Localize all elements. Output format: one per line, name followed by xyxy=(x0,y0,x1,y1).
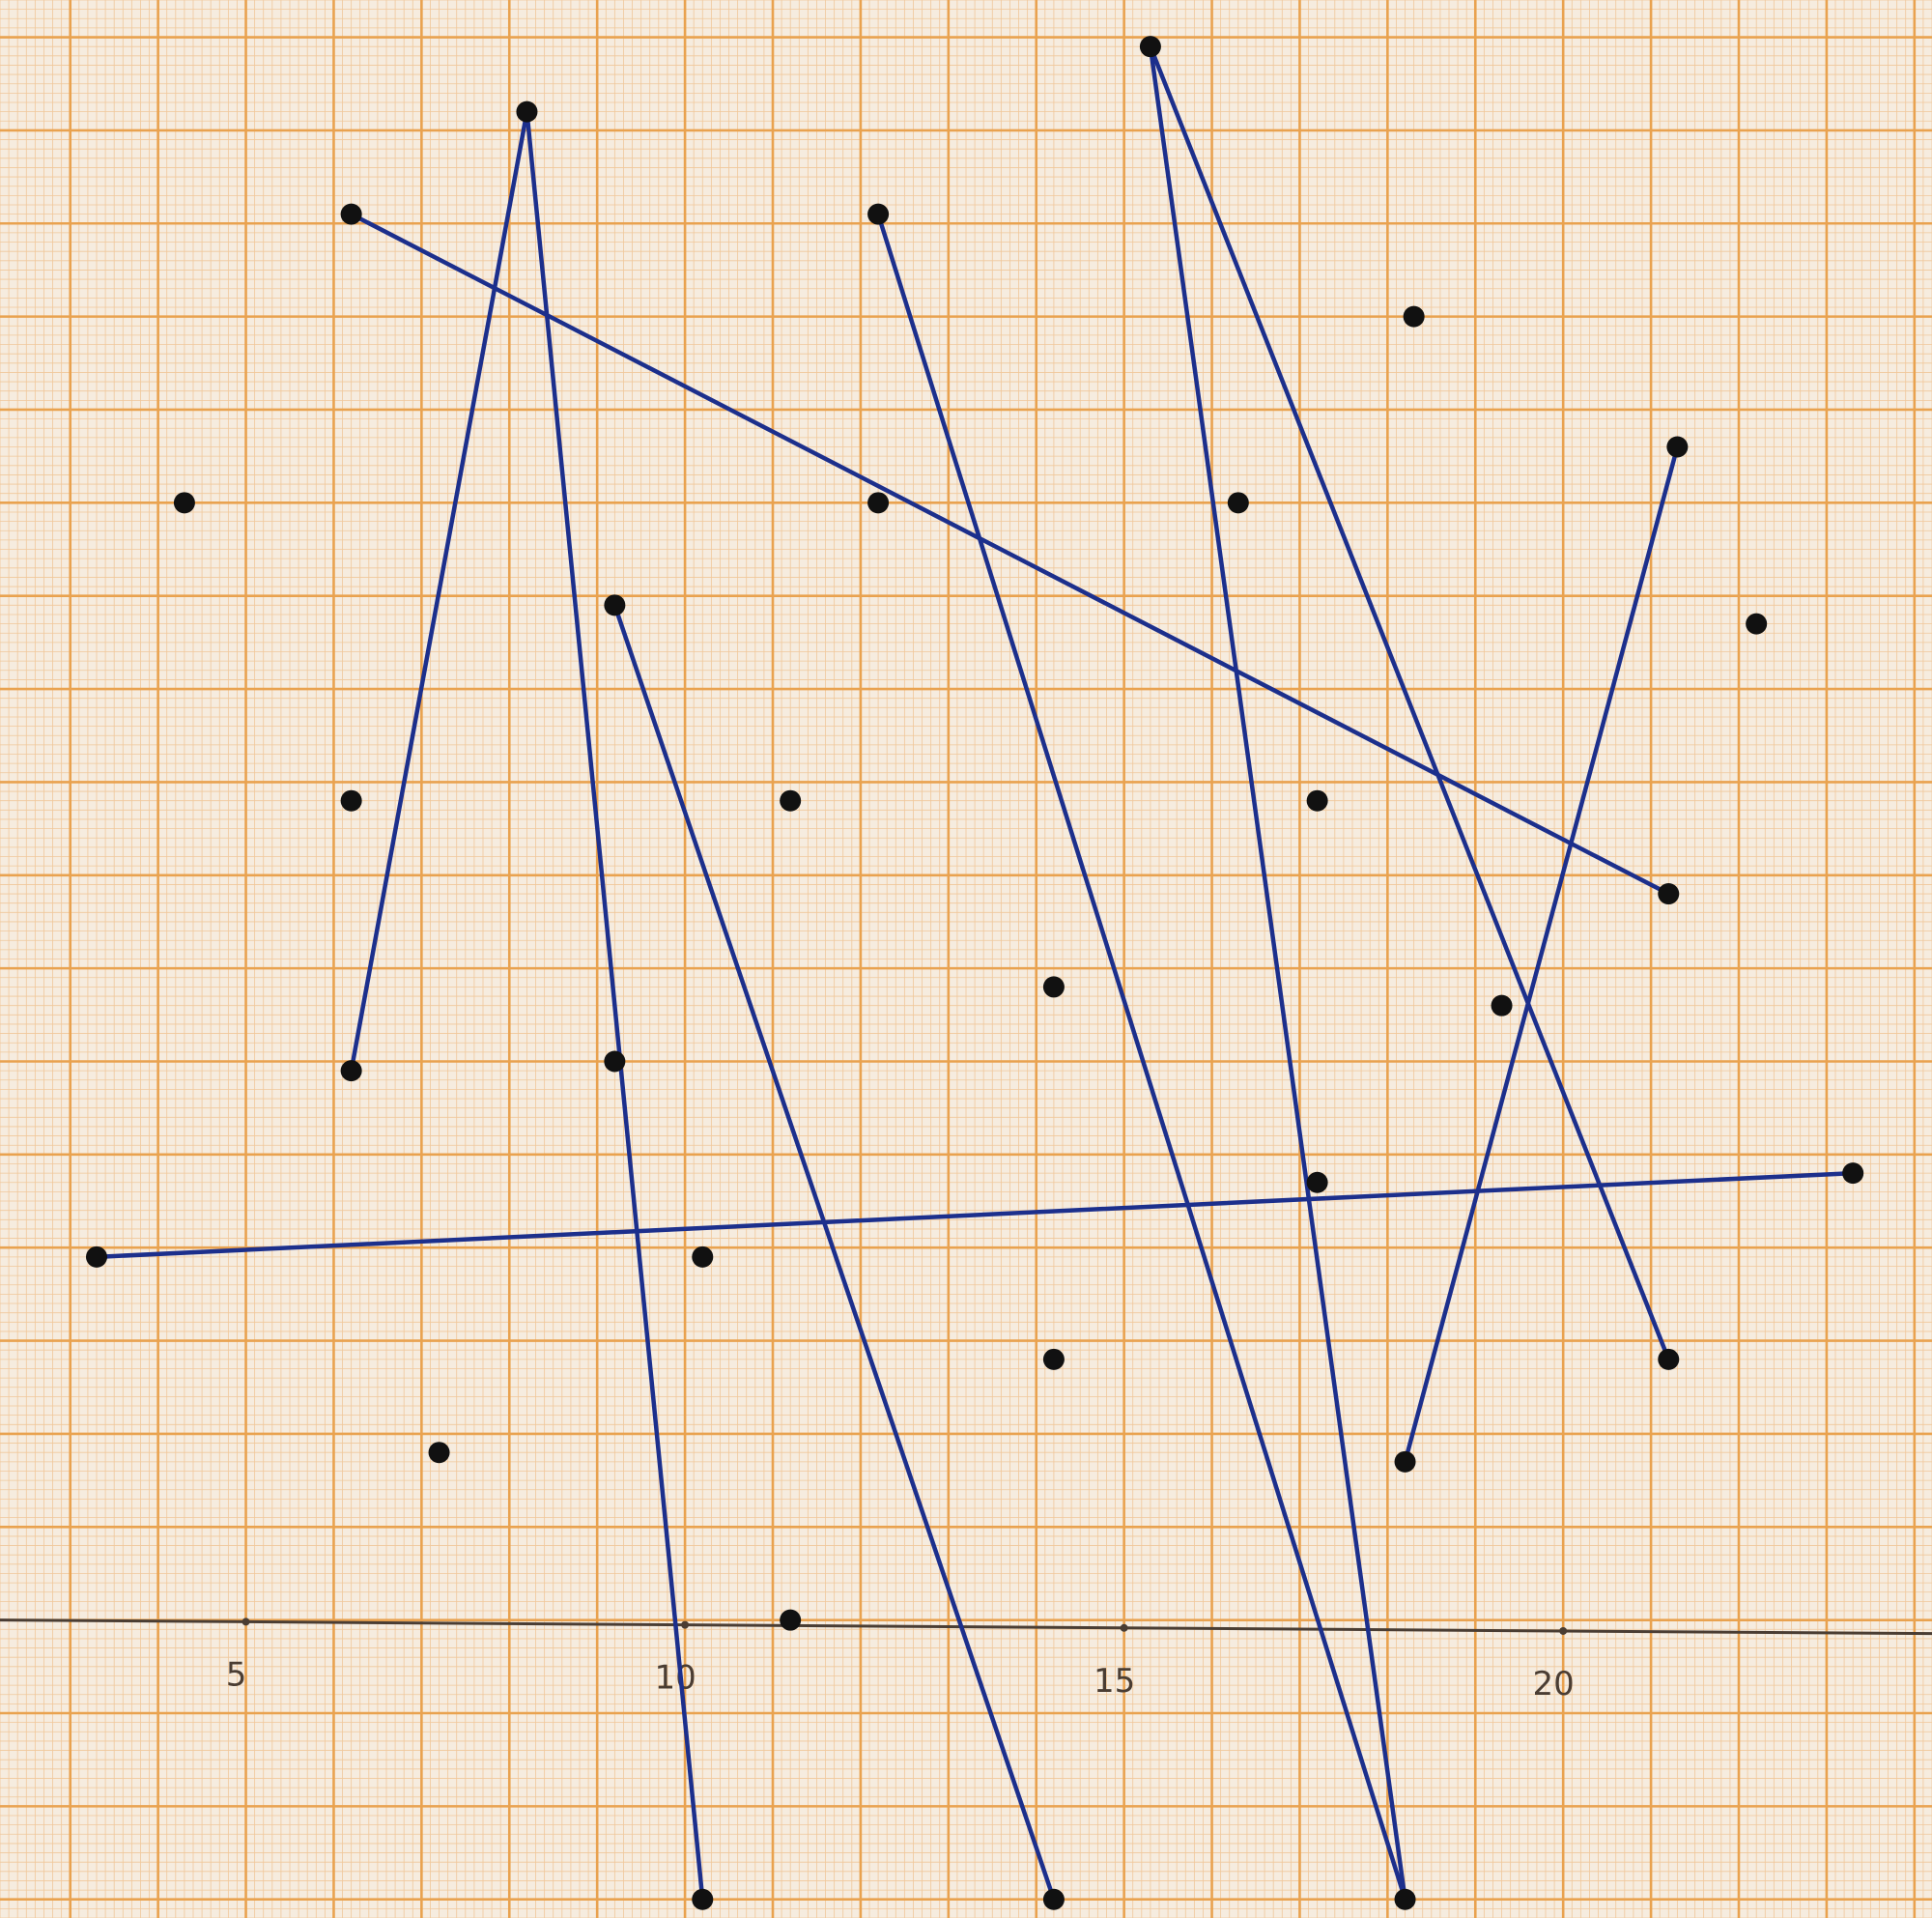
data-point xyxy=(428,1442,450,1464)
line-segment xyxy=(94,1170,1856,1260)
data-point xyxy=(1491,994,1513,1016)
data-point xyxy=(1227,492,1249,514)
line-segments xyxy=(94,43,1856,1902)
line-segment xyxy=(525,109,705,1902)
x-tick-label: 5 xyxy=(226,1655,247,1694)
data-point xyxy=(1666,436,1689,458)
x-tick-mark xyxy=(1559,1626,1568,1635)
data-point xyxy=(173,492,195,514)
data-point xyxy=(1842,1162,1864,1185)
data-point xyxy=(1306,789,1328,812)
data-point xyxy=(516,100,538,123)
data-point xyxy=(604,594,626,616)
data-point xyxy=(1746,613,1768,635)
data-point xyxy=(1394,1888,1416,1910)
data-point xyxy=(1394,1450,1416,1473)
data-point xyxy=(340,1060,362,1082)
data-point xyxy=(867,203,890,225)
x-tick-mark xyxy=(1120,1623,1128,1632)
line-segment xyxy=(349,109,529,1074)
data-point xyxy=(1658,883,1680,905)
line-segment xyxy=(875,212,1407,1902)
data-points xyxy=(86,36,1864,1910)
x-tick-label: 20 xyxy=(1533,1665,1575,1703)
data-point xyxy=(1658,1348,1680,1370)
data-point xyxy=(1042,1348,1065,1370)
data-point xyxy=(780,1609,802,1631)
data-point xyxy=(1306,1171,1328,1193)
line-segment xyxy=(612,603,1057,1902)
x-axis: 5 10 15 20 xyxy=(0,1617,1932,1703)
x-axis-line xyxy=(0,1618,1932,1636)
data-point xyxy=(604,1050,626,1073)
data-point xyxy=(867,492,890,514)
line-segment xyxy=(1403,444,1680,1465)
x-tick-label: 15 xyxy=(1094,1662,1135,1701)
data-point xyxy=(1042,976,1065,998)
line-segment xyxy=(349,212,1671,897)
data-point xyxy=(340,203,362,225)
data-point xyxy=(1042,1888,1065,1910)
data-point xyxy=(692,1888,714,1910)
data-point xyxy=(340,789,362,812)
data-point xyxy=(1139,36,1161,58)
data-point xyxy=(780,789,802,812)
line-segment xyxy=(1148,43,1671,1362)
data-point xyxy=(1403,305,1425,328)
line-segment xyxy=(1148,43,1407,1902)
data-point xyxy=(86,1245,107,1268)
x-tick-label: 10 xyxy=(654,1659,696,1698)
x-tick-mark xyxy=(242,1617,250,1626)
data-point xyxy=(692,1245,714,1268)
x-tick-mark xyxy=(681,1620,690,1629)
